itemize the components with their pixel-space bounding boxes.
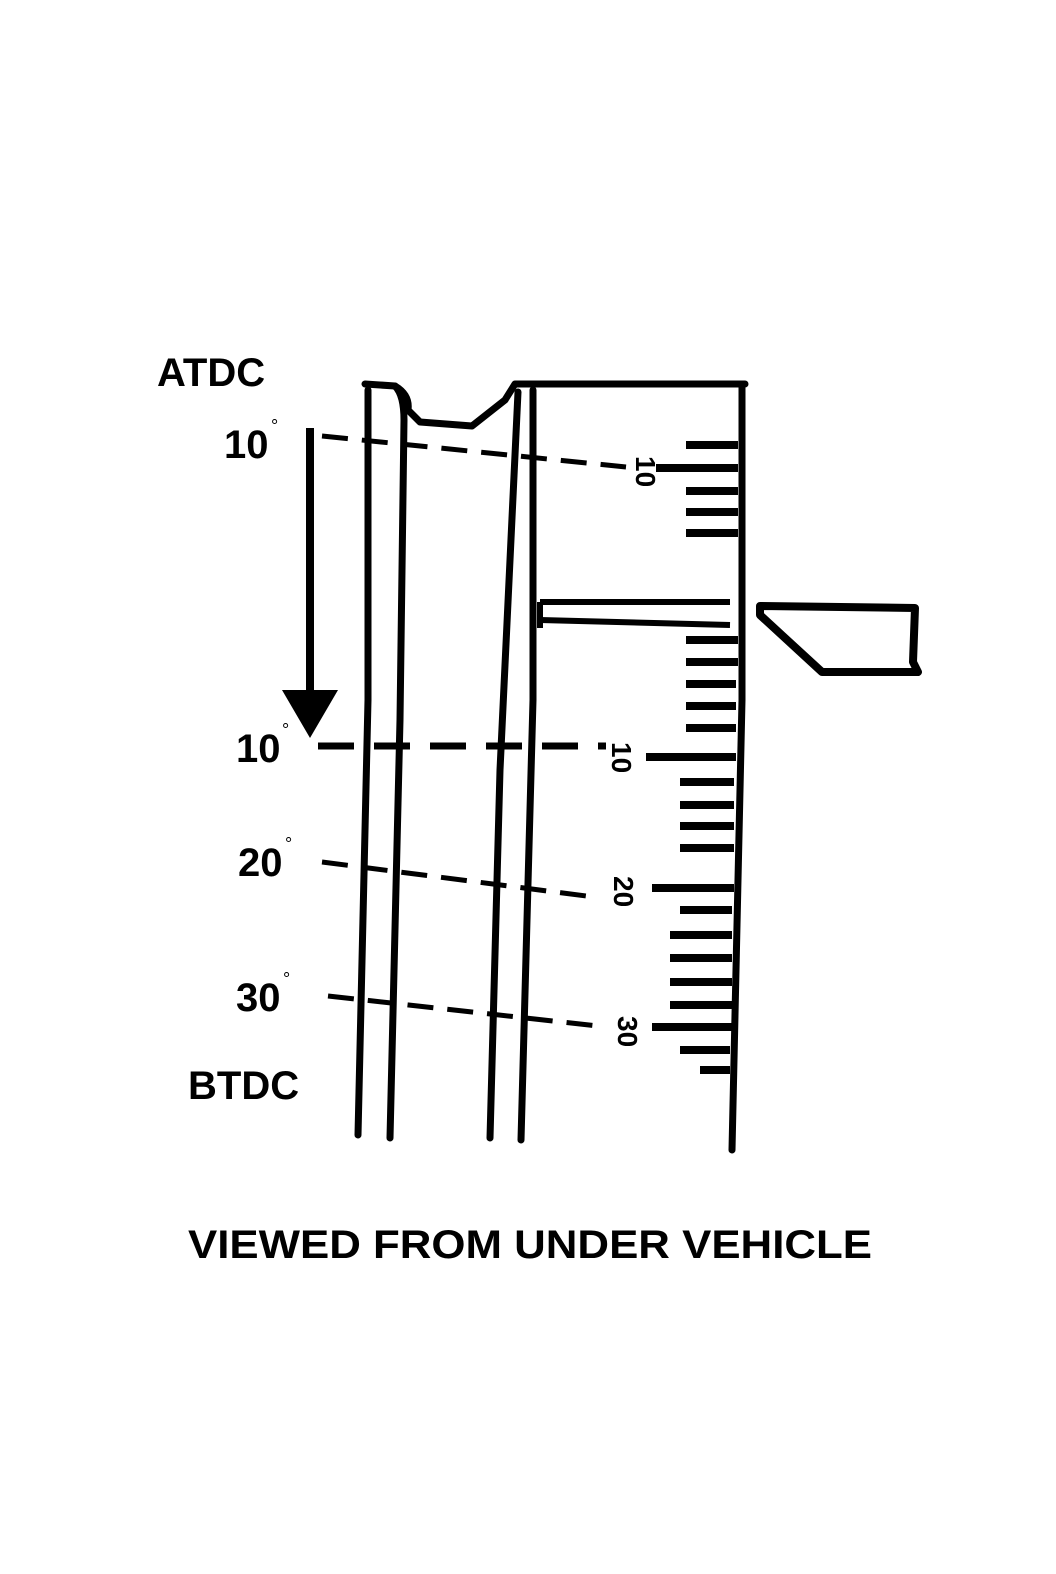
caption: VIEWED FROM UNDER VEHICLE (188, 1223, 872, 1267)
atdc-label: ATDC (157, 351, 265, 395)
btdc-label: BTDC (188, 1064, 299, 1108)
pulley-lip (391, 382, 408, 424)
atdc-10-label: 10 (224, 423, 269, 467)
degree-symbol: ° (283, 969, 290, 989)
degree-symbol: ° (285, 834, 292, 854)
pulley-top-edge (361, 380, 749, 430)
scale-20-number: 20 (608, 876, 639, 907)
pulley-outline (354, 380, 749, 1154)
timing-scale (646, 441, 738, 1074)
scale-10-lower-number: 10 (606, 742, 637, 773)
pulley-edge-line (354, 386, 372, 1139)
btdc-30-label: 30 (236, 976, 281, 1020)
btdc-20-label: 20 (238, 841, 283, 885)
scale-30-number: 30 (612, 1016, 643, 1047)
dashed-line-btdc-20 (321, 859, 595, 900)
pulley-edge-line (486, 388, 522, 1142)
dashed-line-atdc-10 (321, 433, 627, 470)
timing-pointer (756, 602, 922, 676)
direction-arrow-head (282, 690, 338, 738)
timing-notch (537, 599, 731, 628)
scale-10-upper-number: 10 (630, 456, 661, 487)
dashed-line-btdc-30 (327, 993, 599, 1029)
pulley-edge-line (517, 386, 537, 1144)
pulley-edge-line (386, 416, 408, 1142)
btdc-10-label: 10 (236, 727, 281, 771)
degree-symbol: ° (271, 416, 278, 436)
reference-lines (318, 433, 627, 1029)
pulley-edge-line (728, 381, 746, 1154)
degree-symbol: ° (282, 720, 289, 740)
